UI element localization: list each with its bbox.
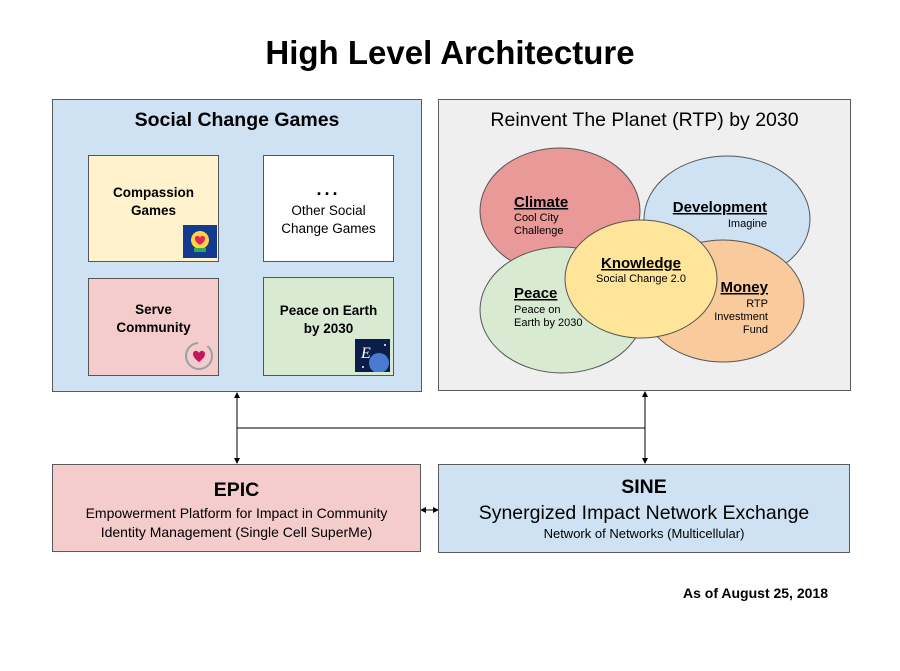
svg-text:E: E	[360, 345, 371, 362]
money-line-3: Fund	[743, 324, 768, 336]
sine-line-2: Network of Networks (Multicellular)	[543, 526, 745, 541]
climate-title: Climate	[514, 194, 568, 211]
knowledge-line-1: Social Change 2.0	[596, 273, 686, 285]
heart-icon	[184, 341, 214, 371]
sine-line-1: Synergized Impact Network Exchange	[478, 502, 810, 524]
serve-community-card[interactable]: Serve Community	[88, 278, 219, 376]
as-of-date: As of August 25, 2018	[683, 585, 828, 601]
sine-box[interactable]: SINE Synergized Impact Network Exchange …	[438, 464, 850, 553]
peace-on-earth-card[interactable]: Peace on Earth by 2030 E	[263, 277, 394, 376]
development-title: Development	[673, 199, 767, 216]
compassion-games-logo-icon	[183, 225, 217, 258]
epic-line-1: Empowerment Platform for Impact in Commu…	[85, 505, 388, 521]
peace-line-1: Peace on	[514, 304, 560, 316]
epic-box[interactable]: EPIC Empowerment Platform for Impact in …	[52, 464, 421, 552]
peace-title: Peace	[514, 285, 557, 302]
rtp-panel: Reinvent The Planet (RTP) by 2030 Climat…	[438, 99, 851, 391]
social-change-games-title: Social Change Games	[134, 109, 340, 131]
climate-line-1: Cool City	[514, 212, 559, 224]
development-line-1: Imagine	[728, 218, 767, 230]
money-line-1: RTP	[746, 298, 768, 310]
other-social-change-games-label: Other Social Change Games	[281, 202, 376, 236]
peace-on-earth-logo-icon: E	[355, 339, 390, 373]
compassion-games-label: Compassion Games	[112, 184, 194, 218]
serve-community-label: Serve Community	[116, 302, 191, 335]
knowledge-circle[interactable]	[564, 219, 718, 339]
sine-title: SINE	[621, 476, 667, 498]
page-title: High Level Architecture	[265, 34, 635, 71]
peace-line-2: Earth by 2030	[514, 317, 583, 329]
ellipsis-icon: ...	[316, 178, 341, 199]
compassion-games-card[interactable]: Compassion Games	[88, 155, 219, 262]
epic-title: EPIC	[213, 479, 260, 501]
other-social-change-games-card[interactable]: ... Other Social Change Games	[263, 155, 394, 262]
rtp-title: Reinvent The Planet (RTP) by 2030	[490, 109, 799, 131]
rtp-venn-diagram: Climate Cool City Challenge Development …	[479, 147, 811, 374]
knowledge-title: Knowledge	[601, 255, 681, 272]
social-change-games-panel: Social Change Games Compassion Games ...…	[52, 99, 422, 392]
money-title: Money	[720, 279, 768, 296]
epic-line-2: Identity Management (Single Cell SuperMe…	[100, 524, 373, 540]
money-line-2: Investment	[714, 311, 768, 323]
climate-line-2: Challenge	[514, 225, 564, 237]
peace-on-earth-label: Peace on Earth by 2030	[279, 302, 378, 336]
